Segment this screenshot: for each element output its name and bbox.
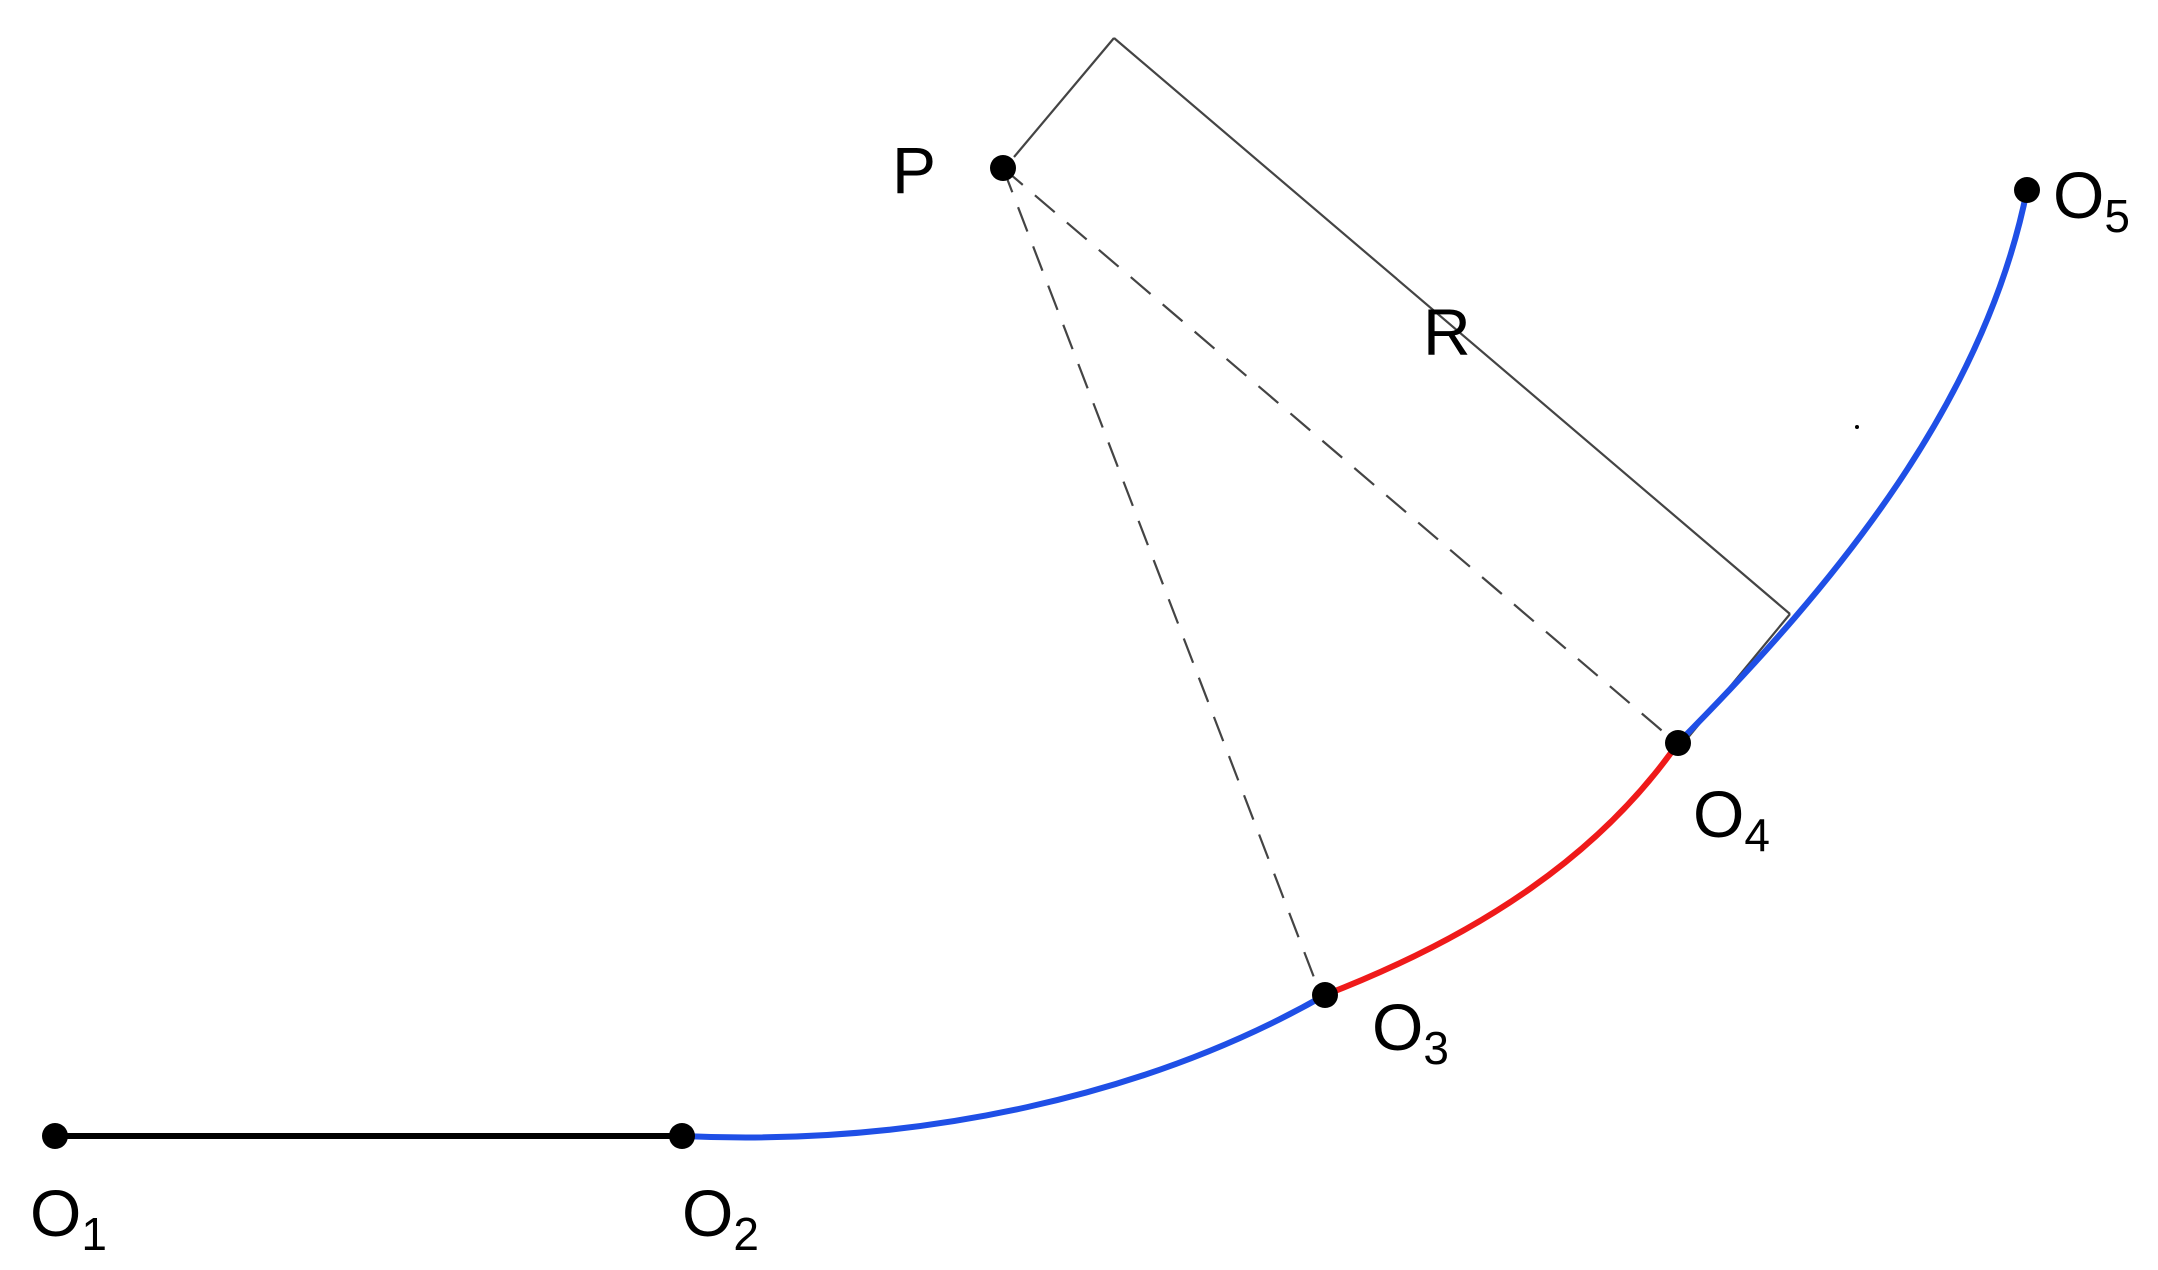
labels: P R O1 O2 O3 O4 O5 <box>30 133 2130 1260</box>
label-o3-letter: O <box>1372 990 1423 1064</box>
radius-line-r <box>1113 37 1791 615</box>
label-o5: O5 <box>2053 158 2130 242</box>
label-o4-letter: O <box>1693 777 1744 851</box>
transition-curve-o4-o5 <box>1675 189 2030 746</box>
radius-construction <box>1013 37 1791 741</box>
point-o4 <box>1665 730 1691 756</box>
dashed-radii <box>1001 167 1675 994</box>
label-p: P <box>892 133 936 207</box>
circular-arc-o3-o4 <box>1323 741 1681 998</box>
dashed-line-p-o3 <box>1001 167 1322 994</box>
points <box>42 155 2040 1149</box>
label-o5-letter: O <box>2053 158 2104 232</box>
label-o2-subscript: 2 <box>733 1208 759 1260</box>
label-o3: O3 <box>1372 990 1449 1074</box>
label-o2-letter: O <box>682 1176 733 1250</box>
point-o3 <box>1312 982 1338 1008</box>
label-o4: O4 <box>1693 777 1770 861</box>
alignment-curves <box>55 189 2030 1141</box>
dashed-line-p-o4 <box>1002 167 1675 742</box>
point-o2 <box>669 1123 695 1149</box>
point-p <box>990 155 1016 181</box>
point-o5 <box>2014 177 2040 203</box>
label-o1-letter: O <box>30 1176 81 1250</box>
transition-curve-o2-o3 <box>681 992 1327 1141</box>
label-o4-subscript: 4 <box>1744 809 1770 861</box>
label-o1: O1 <box>30 1176 107 1260</box>
label-r: R <box>1423 295 1471 369</box>
point-o1 <box>42 1123 68 1149</box>
label-o5-subscript: 5 <box>2104 190 2130 242</box>
stray-dot <box>1855 425 1859 429</box>
radius-tick-near-p <box>1013 37 1115 158</box>
label-o3-subscript: 3 <box>1423 1022 1449 1074</box>
label-o1-subscript: 1 <box>81 1208 107 1260</box>
label-o2: O2 <box>682 1176 759 1260</box>
